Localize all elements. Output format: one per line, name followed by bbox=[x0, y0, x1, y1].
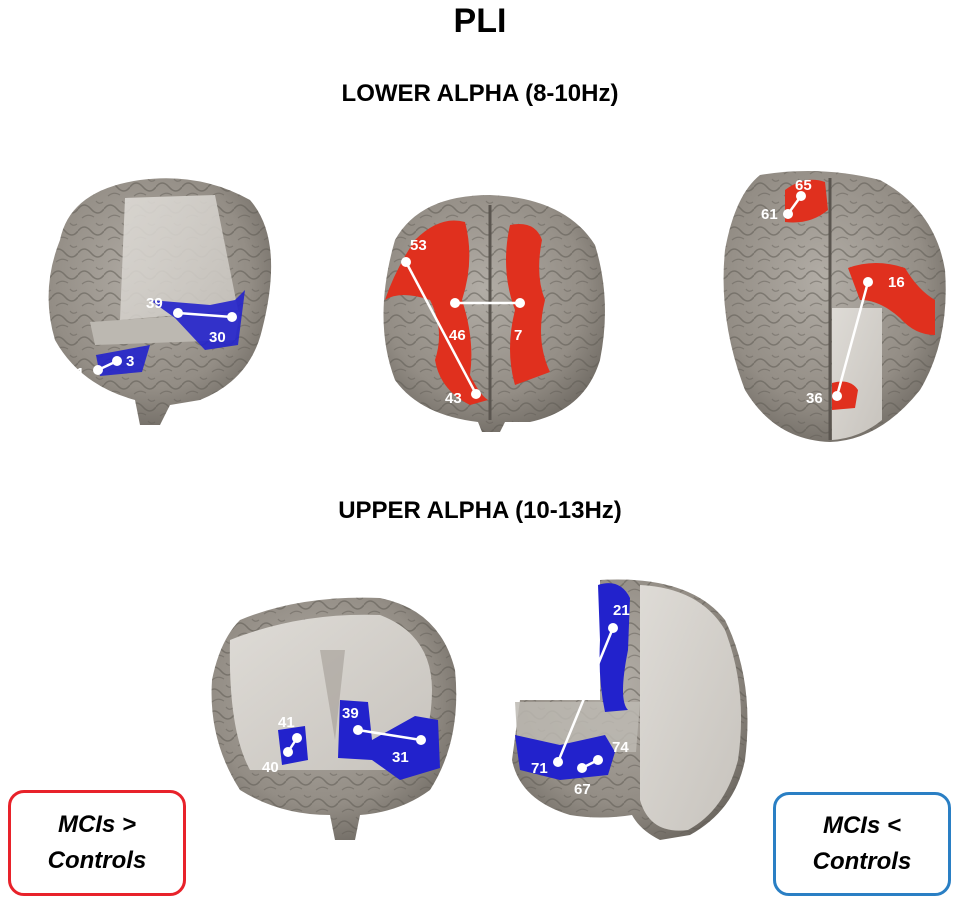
node-label: 36 bbox=[806, 390, 823, 407]
node-label: 30 bbox=[209, 329, 226, 346]
legend-line: MCIs > bbox=[57, 811, 137, 838]
brain-upper-alpha-left: 41 40 39 31 bbox=[211, 597, 457, 840]
legend-mcis-less-than-controls: MCIs < Controls bbox=[773, 792, 951, 896]
node-label: 71 bbox=[531, 760, 548, 777]
section-title-lower-alpha: LOWER ALPHA (8-10Hz) bbox=[341, 80, 619, 107]
node-label: 46 bbox=[449, 327, 466, 344]
page-title: PLI bbox=[453, 2, 507, 40]
node-label: 31 bbox=[392, 749, 409, 766]
legend-mcis-greater-than-controls: MCIs > Controls bbox=[8, 790, 186, 896]
legend-line: Controls bbox=[812, 848, 912, 875]
node-label: 21 bbox=[613, 602, 630, 619]
legend-line: MCIs < bbox=[822, 812, 902, 839]
brain-lower-alpha-left: 39 30 1 3 bbox=[48, 178, 272, 425]
node-label: 40 bbox=[262, 759, 279, 776]
node-label: 67 bbox=[574, 781, 591, 798]
legend-line: Controls bbox=[47, 847, 147, 874]
node-label: 53 bbox=[410, 237, 427, 254]
node-label: 43 bbox=[445, 390, 462, 407]
node-label: 41 bbox=[278, 714, 295, 731]
node-label: 7 bbox=[514, 327, 522, 344]
node-label: 39 bbox=[146, 295, 163, 312]
brain-upper-alpha-right: 21 74 71 67 bbox=[512, 579, 748, 840]
node-label: 1 bbox=[76, 365, 84, 382]
node-label: 65 bbox=[795, 177, 812, 194]
node-label: 61 bbox=[761, 206, 778, 223]
brain-lower-alpha-right: 65 61 16 36 bbox=[723, 171, 946, 442]
brain-lower-alpha-center: 53 46 7 43 bbox=[383, 195, 605, 432]
node-label: 74 bbox=[612, 739, 629, 756]
node-label: 39 bbox=[342, 705, 359, 722]
node-label: 3 bbox=[126, 353, 134, 370]
section-title-upper-alpha: UPPER ALPHA (10-13Hz) bbox=[338, 497, 622, 524]
node-label: 16 bbox=[888, 274, 905, 291]
